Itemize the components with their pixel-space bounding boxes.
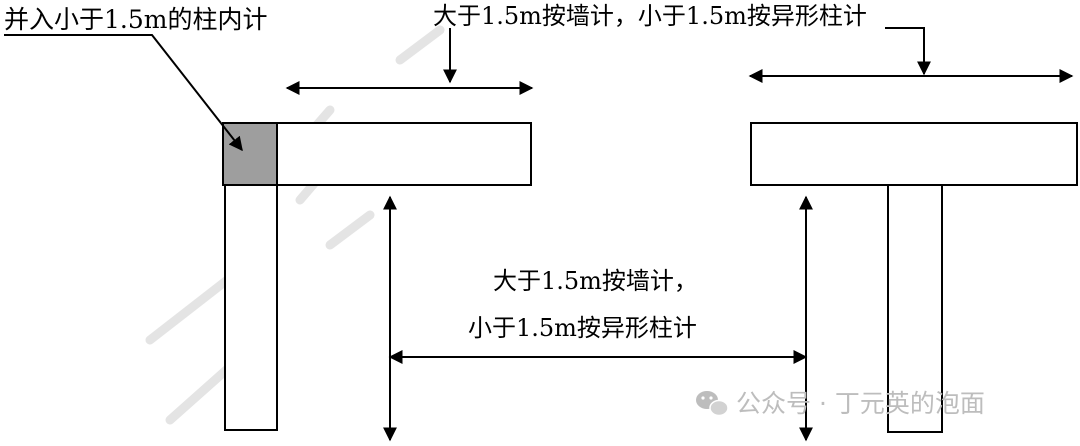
top-note: 大于1.5m按墙计，小于1.5m按异形柱计 <box>433 2 867 30</box>
merge-note: 并入小于1.5m的柱内计 <box>4 5 267 34</box>
middle-note-line1: 大于1.5m按墙计， <box>493 267 698 295</box>
middle-note-line2: 小于1.5m按异形柱计 <box>468 314 697 342</box>
wechat-icon <box>696 391 729 417</box>
t-horizontal-wall <box>750 122 1078 186</box>
watermark-account: 公众号 · 丁元英的泡面 <box>736 389 985 418</box>
l-vertical-wall <box>224 184 278 431</box>
top-leader-right <box>885 27 931 76</box>
corner-column <box>222 122 278 186</box>
t-vertical-wall <box>887 184 943 433</box>
merge-leader-line <box>4 34 243 152</box>
